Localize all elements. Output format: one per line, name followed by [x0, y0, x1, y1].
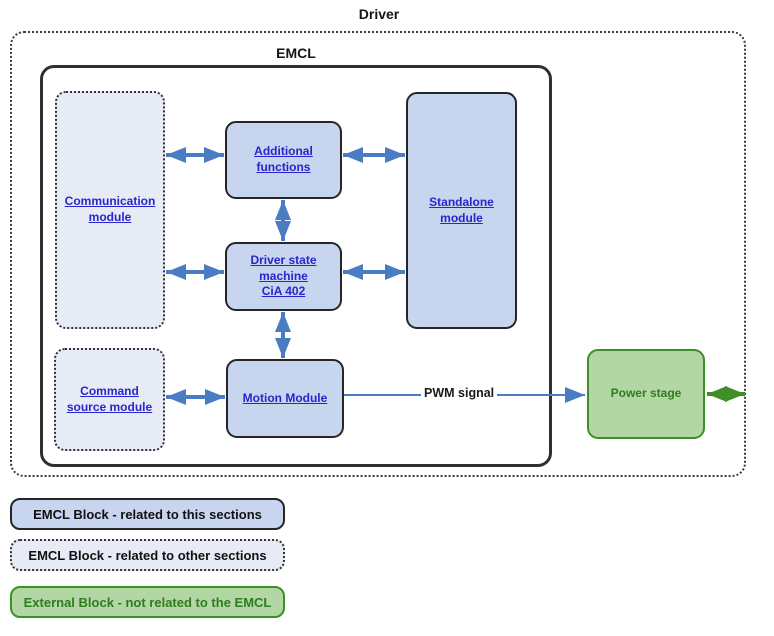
- block-additional-functions: Additional functions: [225, 121, 342, 199]
- additional-functions-link[interactable]: Additional functions: [254, 144, 313, 174]
- power-stage-label: Power stage: [610, 386, 682, 401]
- driver-state-machine-link[interactable]: Driver state machine CiA 402: [250, 253, 317, 299]
- block-communication-module: Communication module: [55, 91, 165, 329]
- legend-label-3: External Block - not related to the EMCL: [23, 594, 272, 610]
- block-motion-module: Motion Module: [226, 359, 344, 438]
- block-standalone-module: Standalone module: [406, 92, 517, 329]
- command-source-module-link[interactable]: Command source module: [66, 383, 153, 414]
- legend-label-2: EMCL Block - related to other sections: [28, 547, 267, 563]
- block-driver-state-machine: Driver state machine CiA 402: [225, 242, 342, 311]
- legend-emcl-block-current-section: EMCL Block - related to this sections: [10, 498, 285, 530]
- outer-title-driver: Driver: [358, 6, 400, 22]
- block-command-source-module: Command source module: [54, 348, 165, 451]
- legend-label-1: EMCL Block - related to this sections: [33, 506, 262, 522]
- legend-emcl-block-other-sections: EMCL Block - related to other sections: [10, 539, 285, 571]
- standalone-module-link[interactable]: Standalone module: [429, 194, 494, 225]
- emcl-boundary-box: [40, 65, 552, 467]
- pwm-signal-label: PWM signal: [421, 386, 498, 400]
- motion-module-link[interactable]: Motion Module: [242, 390, 328, 405]
- communication-module-link[interactable]: Communication module: [64, 194, 156, 224]
- inner-title-emcl: EMCL: [276, 45, 316, 61]
- driver-boundary-box: [10, 31, 746, 477]
- legend-external-block: External Block - not related to the EMCL: [10, 586, 285, 618]
- block-power-stage: Power stage: [587, 349, 705, 439]
